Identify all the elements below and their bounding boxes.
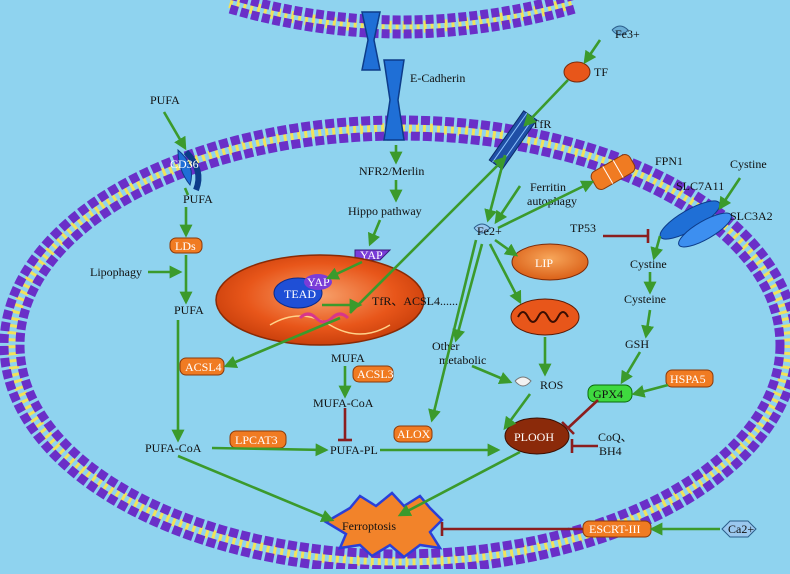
mufa-label: MUFA bbox=[331, 351, 365, 365]
pufa-pl-label: PUFA-PL bbox=[330, 443, 378, 457]
lipophagy-label: Lipophagy bbox=[90, 265, 142, 279]
acsl3-node bbox=[352, 365, 394, 383]
cysteine-label: Cysteine bbox=[624, 292, 666, 306]
lip-label: LIP bbox=[535, 256, 553, 270]
pufa-coa-label: PUFA-CoA bbox=[145, 441, 202, 455]
acsl3-label: ACSL3 bbox=[357, 367, 394, 381]
tf-node bbox=[563, 61, 591, 83]
yap-nucleus-label: YAP bbox=[307, 275, 330, 289]
other-line1-label: Other bbox=[432, 339, 459, 353]
fe2-label: Fe2+ bbox=[477, 224, 502, 238]
e-cadherin-label: E-Cadherin bbox=[410, 71, 465, 85]
dna-strand bbox=[298, 312, 350, 324]
coq-line2-label: BH4 bbox=[599, 444, 622, 458]
fpn1-channel bbox=[590, 154, 636, 190]
top-membrane bbox=[228, 0, 577, 39]
ferroptosis-label: Ferroptosis bbox=[342, 519, 396, 533]
mitochondrion bbox=[510, 298, 580, 336]
alox-node bbox=[393, 425, 433, 443]
tp53-label: TP53 bbox=[570, 221, 596, 235]
slc7a11-label: SLC7A11 bbox=[676, 179, 724, 193]
pufa-out-label: PUFA bbox=[150, 93, 180, 107]
lds-label: LDs bbox=[175, 239, 196, 253]
lip-node bbox=[511, 243, 589, 281]
fe3-ion-icon bbox=[611, 25, 629, 36]
ros-label: ROS bbox=[540, 378, 563, 392]
ca2-label: Ca2+ bbox=[728, 522, 754, 536]
cd36-label: CD36 bbox=[170, 157, 199, 171]
hspa5-node bbox=[665, 369, 714, 388]
ferritin-line1-label: Ferritin bbox=[530, 180, 566, 194]
plooh-node bbox=[504, 417, 570, 455]
mufa-coa-label: MUFA-CoA bbox=[313, 396, 374, 410]
gpx4-label: GPX4 bbox=[593, 387, 623, 401]
lds-node bbox=[169, 237, 203, 254]
yap-top-node bbox=[354, 249, 392, 261]
lpcat3-label: LPCAT3 bbox=[235, 433, 278, 447]
other-line2-label: metabolic bbox=[439, 353, 486, 367]
yap-top-label: YAP bbox=[360, 248, 383, 262]
pufa-in-label: PUFA bbox=[183, 192, 213, 206]
tead-label: TEAD bbox=[284, 287, 316, 301]
fpn1-label: FPN1 bbox=[655, 154, 683, 168]
gsh-label: GSH bbox=[625, 337, 649, 351]
tfr-acsl4-label: TfR、ACSL4...... bbox=[372, 294, 458, 308]
slc7a11-slc3a2-transporter bbox=[659, 200, 732, 248]
fe3-label: Fe3+ bbox=[615, 27, 640, 41]
cystine-out-label: Cystine bbox=[730, 157, 767, 171]
nucleus bbox=[215, 254, 425, 346]
slc3a2-label: SLC3A2 bbox=[730, 209, 773, 223]
acsl4-label: ACSL4 bbox=[185, 360, 222, 374]
yap-nucleus-node bbox=[304, 274, 332, 290]
cd36-channel bbox=[177, 148, 202, 192]
ros-icon bbox=[514, 376, 532, 387]
escrt-label: ESCRT-III bbox=[589, 522, 641, 536]
ca2-ion-icon bbox=[721, 520, 757, 538]
tfr-label: TfR bbox=[532, 117, 551, 131]
hspa5-label: HSPA5 bbox=[670, 372, 706, 386]
arrows bbox=[148, 39, 742, 536]
plooh-label: PLOOH bbox=[514, 430, 554, 444]
hippo-label: Hippo pathway bbox=[348, 204, 422, 218]
pufa-mid-label: PUFA bbox=[174, 303, 204, 317]
e-cadherin-channel bbox=[361, 11, 405, 141]
fe2-ion-icon bbox=[473, 223, 491, 234]
inhibition-lines bbox=[338, 229, 650, 536]
alox-label: ALOX bbox=[397, 427, 431, 441]
tf-label: TF bbox=[594, 65, 608, 79]
nfr2-label: NFR2/Merlin bbox=[359, 164, 424, 178]
cystine-in-label: Cystine bbox=[630, 257, 667, 271]
coq-line1-label: CoQ、 bbox=[598, 430, 633, 444]
